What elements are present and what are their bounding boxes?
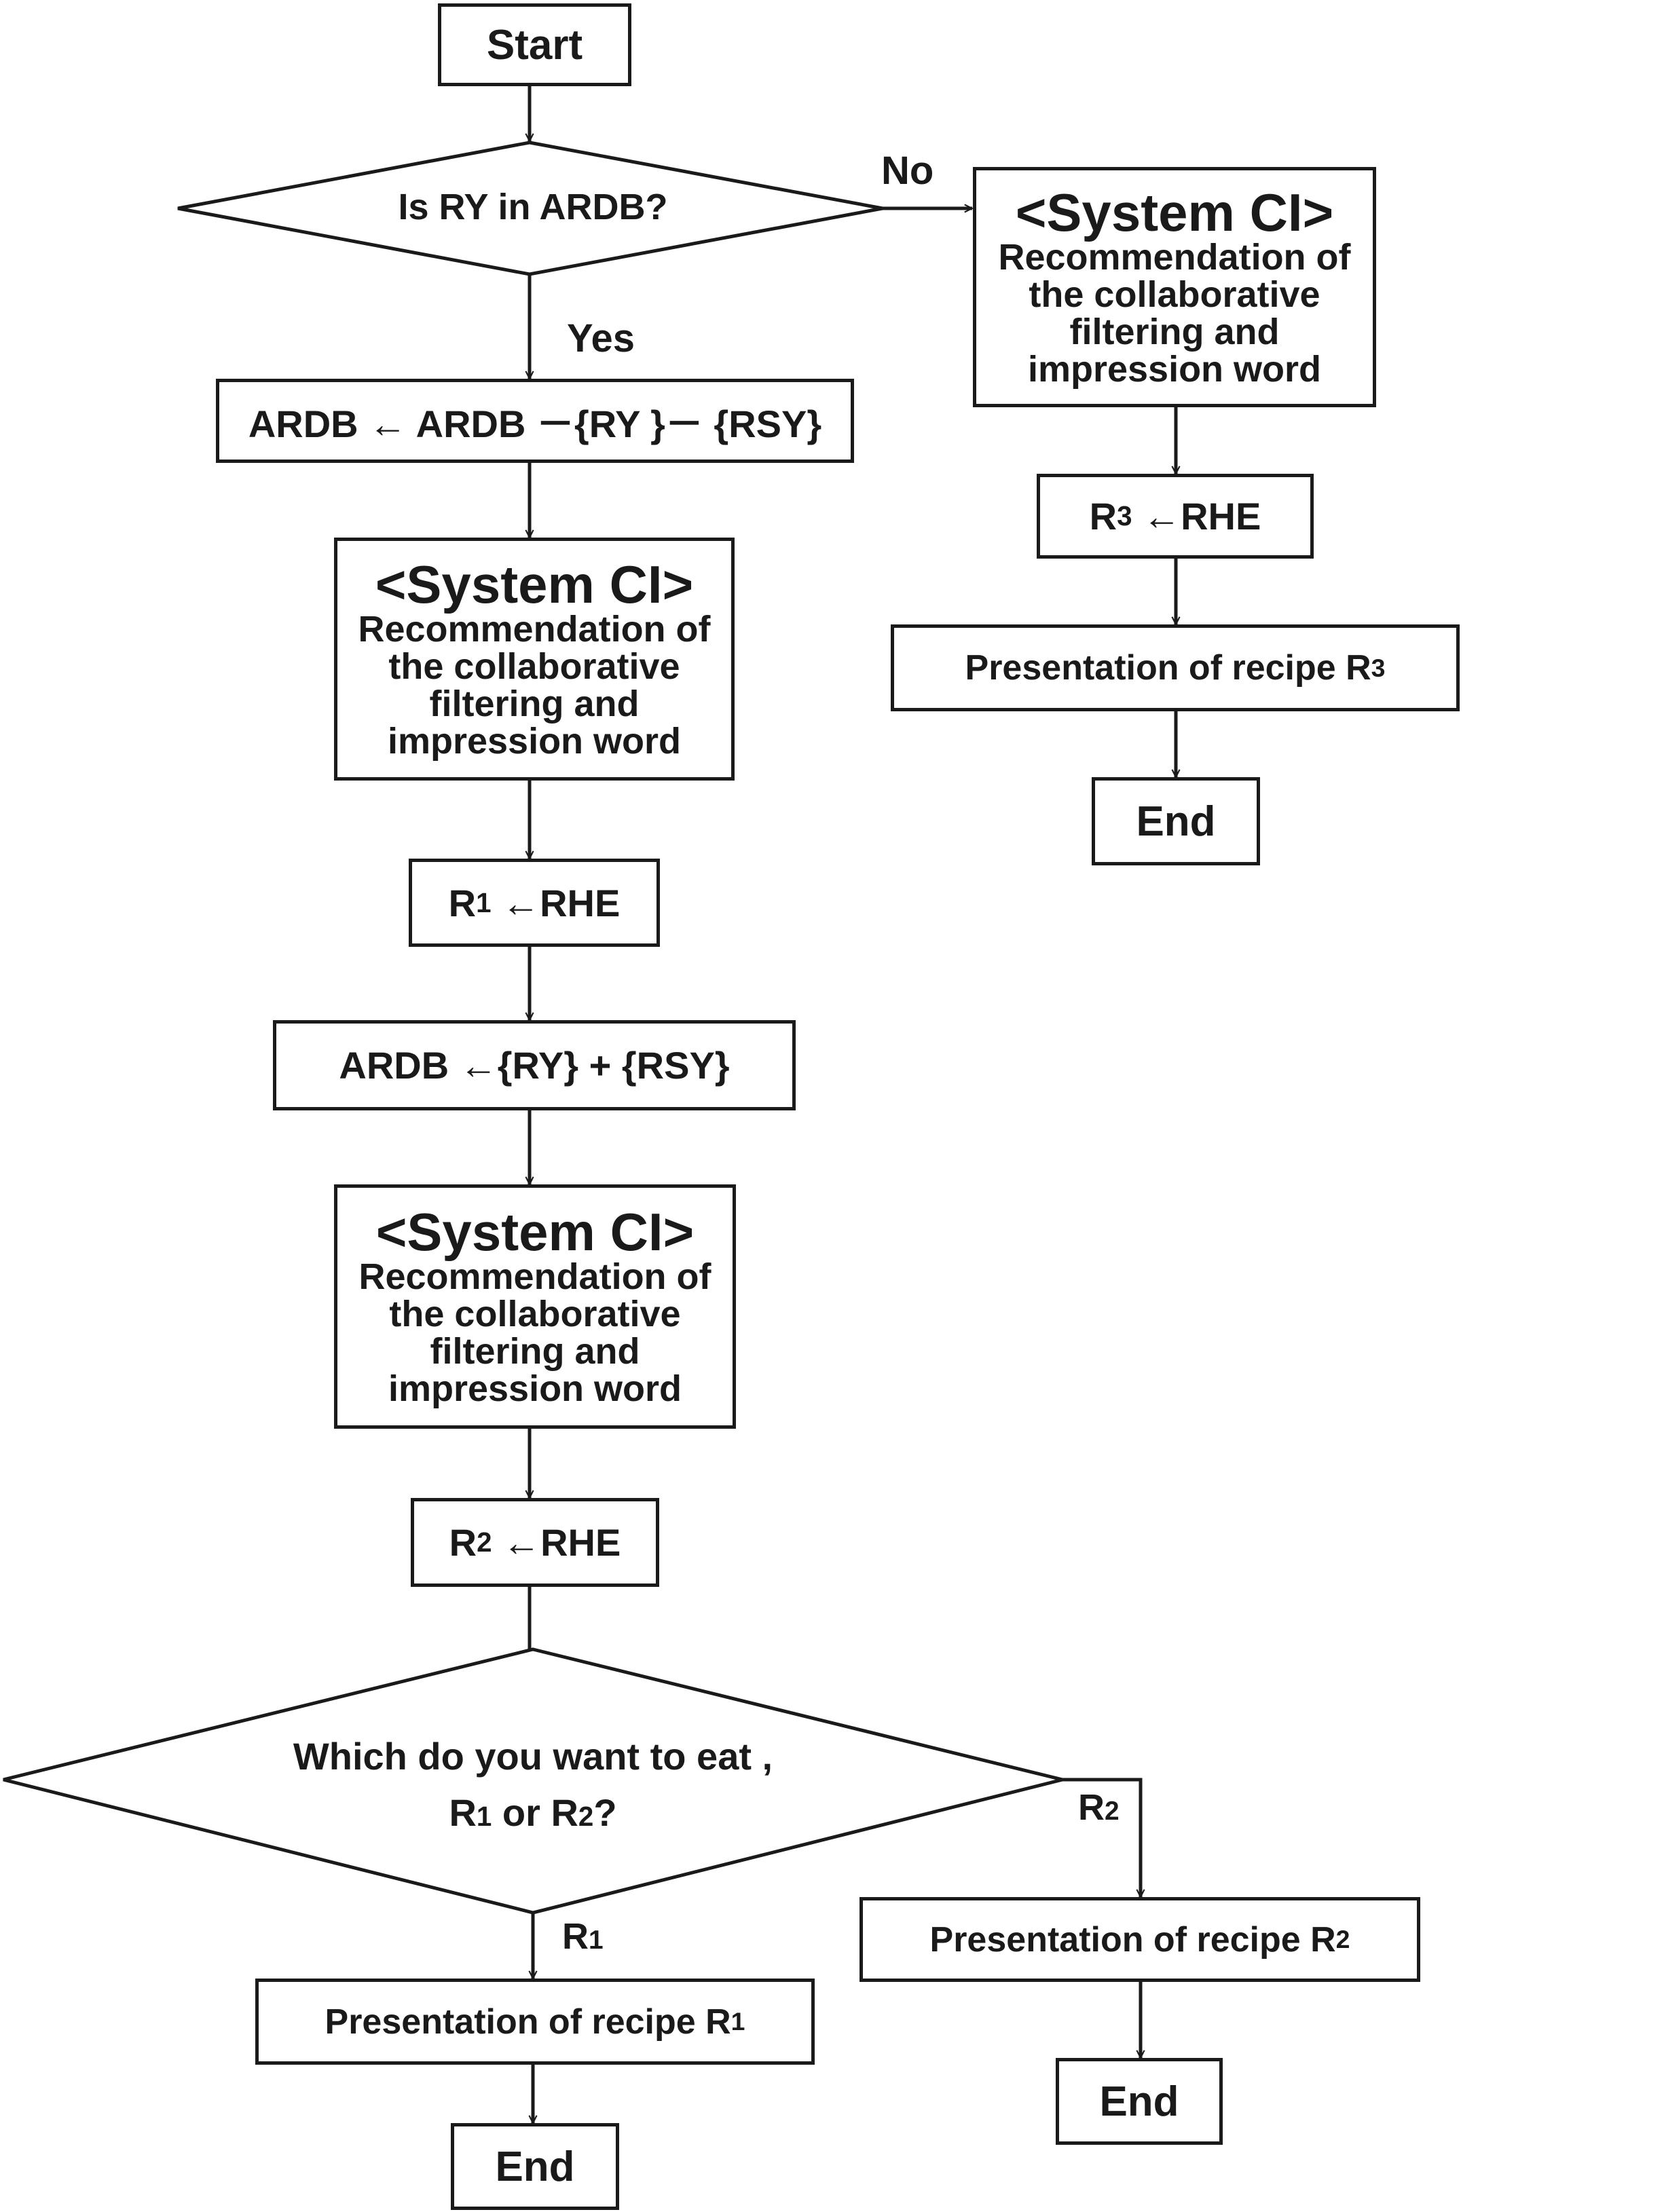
branch-label-r1: R1 (562, 1915, 604, 1957)
start-label: Start (486, 21, 583, 69)
rhe-suffix: ←RHE (492, 1521, 621, 1564)
system-ci-line: the collaborative (388, 645, 680, 687)
presentation-r2-text: Presentation of recipe R (929, 1919, 1336, 1960)
end-label: End (1099, 2078, 1179, 2125)
system-ci-line: filtering and (1069, 312, 1280, 352)
system-ci-line: filtering and (429, 683, 640, 724)
ardb-add-text: ARDB ←{RY} + {RSY} (339, 1044, 730, 1087)
end-box-r3: End (1092, 777, 1260, 865)
yes-label: Yes (567, 316, 635, 360)
system-ci-line: impression word (1027, 349, 1322, 390)
decision-2-line-1: Which do you want to eat , (293, 1735, 773, 1778)
branch-r2-main: R (1078, 1787, 1105, 1828)
system-ci-box-2: <System CI> Recommendation of the collab… (334, 1184, 736, 1429)
presentation-r3-sub: 3 (1371, 653, 1386, 682)
ardb-remove-text: ARDB ← ARDB －{RY }－ {RSY} (248, 402, 822, 445)
r2-sub: 2 (477, 1526, 492, 1558)
presentation-r1-sub: 1 (731, 2007, 745, 2036)
system-ci-box-3: <System CI> Recommendation of the collab… (973, 167, 1376, 407)
decision-2-r2-sub: 2 (578, 1801, 594, 1832)
system-ci-title: <System CI> (375, 1201, 695, 1262)
system-ci-line: the collaborative (389, 1293, 681, 1334)
presentation-r1-text: Presentation of recipe R (325, 2002, 731, 2042)
decision-1-text: Is RY in ARDB? (398, 187, 668, 227)
r3-sub: 3 (1117, 500, 1132, 531)
r3-prefix: R (1089, 495, 1117, 538)
rhe-suffix: ←RHE (1132, 495, 1261, 538)
presentation-r3-text: Presentation of recipe R (965, 648, 1371, 688)
branch-label-r2: R2 (1078, 1786, 1120, 1829)
system-ci-box-1: <System CI> Recommendation of the collab… (334, 538, 735, 781)
system-ci-line: the collaborative (1029, 274, 1320, 315)
system-ci-title: <System CI> (375, 554, 694, 614)
decision-2-label: Which do you want to eat , R1 or R2? (224, 1734, 842, 1835)
end-label: End (1136, 798, 1216, 845)
r1-prefix: R (448, 881, 477, 924)
system-ci-line: impression word (387, 721, 682, 762)
ardb-remove-box: ARDB ← ARDB －{RY }－ {RSY} (216, 379, 854, 463)
decision-2-r1: R (449, 1791, 477, 1834)
system-ci-line: Recommendation of (358, 608, 711, 650)
system-ci-line: Recommendation of (358, 1256, 711, 1297)
r2-prefix: R (449, 1521, 477, 1564)
end-label: End (495, 2143, 575, 2190)
decision-2-line-2: R1 or R2? (224, 1791, 842, 1835)
system-ci-line: Recommendation of (998, 236, 1351, 278)
presentation-r2-sub: 2 (1335, 1925, 1350, 1953)
branch-r1-main: R (562, 1916, 589, 1957)
decision-1-label: Is RY in ARDB? (339, 186, 726, 228)
no-label: No (881, 149, 934, 193)
system-ci-line: filtering and (430, 1331, 640, 1372)
rhe-suffix: ←RHE (491, 881, 621, 924)
decision-2-or: or R (492, 1791, 578, 1834)
branch-r2-sub: 2 (1105, 1797, 1120, 1826)
system-ci-line: impression word (388, 1368, 682, 1410)
r1-sub: 1 (476, 886, 492, 918)
decision-2-r1-sub: 1 (476, 1801, 492, 1832)
ardb-add-box: ARDB ←{RY} + {RSY} (273, 1020, 796, 1110)
end-box-r1: End (451, 2123, 619, 2210)
end-box-r2: End (1056, 2058, 1223, 2145)
branch-r1-sub: 1 (589, 1926, 604, 1955)
system-ci-title: <System CI> (1015, 182, 1334, 242)
decision-2-end: ? (593, 1791, 617, 1834)
start-box: Start (438, 3, 631, 86)
